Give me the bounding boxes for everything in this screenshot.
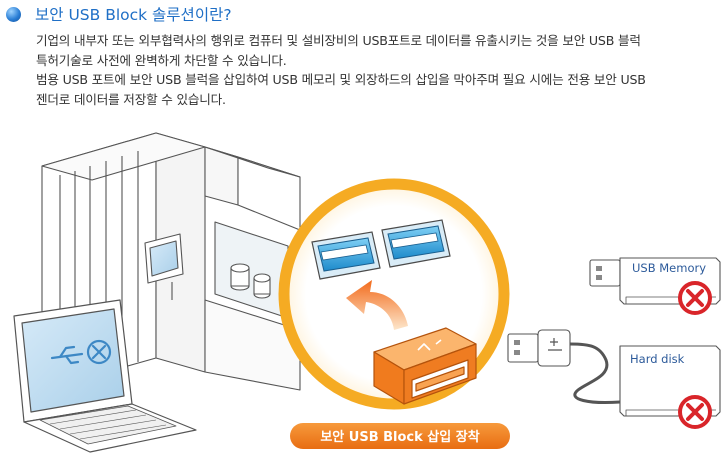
usb-port-right: [381, 219, 451, 268]
usb-cable: [507, 329, 621, 404]
page-heading: 보안 USB Block 솔루션이란?: [6, 2, 232, 26]
caption-text: 보안 USB Block 삽입 장착: [320, 429, 479, 445]
usb-blocked-icon: [50, 339, 112, 365]
caption-badge: [290, 423, 510, 449]
usb-memory-label: USB Memory: [632, 261, 706, 275]
page-title: 보안 USB Block 솔루션이란?: [35, 6, 232, 24]
usb-block-device: [373, 327, 477, 405]
laptop-illustration: [13, 299, 197, 453]
hard-disk-deny-icon: [678, 395, 712, 429]
description-line-3: 범용 USB 포트에 보안 USB 블럭을 삽입하여 USB 메모리 및 외장하…: [36, 72, 646, 87]
bullet-icon: [6, 6, 21, 22]
description-line-4: 젠더로 데이터를 저장할 수 있습니다.: [36, 91, 226, 107]
hard-disk-label: Hard disk: [630, 352, 685, 366]
insert-arrow-icon: [346, 280, 408, 330]
usb-memory-deny-icon: [678, 281, 712, 315]
description: 기업의 내부자 또는 외부협력사의 행위로 컴퓨터 및 설비장비의 USB포트로…: [36, 31, 726, 109]
description-line-2: 특허기술로 사전에 완벽하게 차단할 수 있습니다.: [36, 52, 287, 68]
description-line-1: 기업의 내부자 또는 외부협력사의 행위로 컴퓨터 및 설비장비의 USB포트로…: [36, 33, 641, 48]
usb-port-left: [311, 231, 381, 280]
